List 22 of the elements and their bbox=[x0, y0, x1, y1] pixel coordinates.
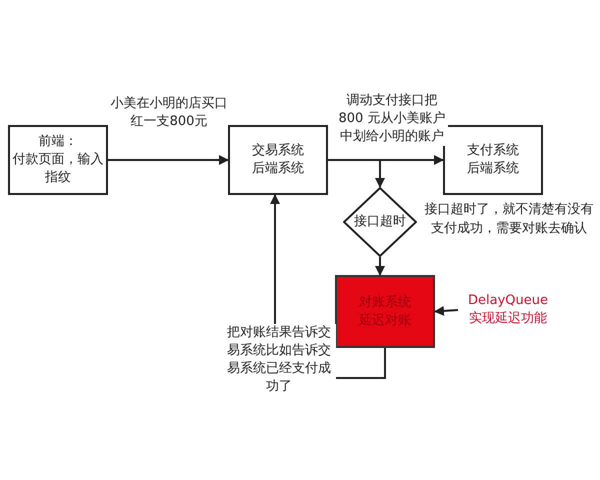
node-text: 前端： bbox=[38, 133, 78, 151]
node-text: 实现延迟功能 bbox=[469, 310, 547, 328]
node-text: 支付系统 bbox=[467, 142, 519, 160]
node-text: 后端系统 bbox=[252, 160, 304, 178]
process-box bbox=[228, 125, 328, 195]
edge-label: 调动支付接口把 800 元从小美账户中划给小明的账户 bbox=[336, 92, 448, 146]
node-text: 接口超时 bbox=[354, 213, 406, 231]
annotation-text: 接口超时了，就不清楚有没有支付成功，需要对账去确认 bbox=[424, 201, 594, 238]
arrow bbox=[434, 306, 458, 316]
arrow bbox=[375, 257, 385, 276]
decision-diamond bbox=[343, 187, 417, 257]
arrow bbox=[328, 159, 385, 188]
arrow bbox=[108, 155, 229, 165]
node-text: 交易系统 bbox=[252, 142, 304, 160]
process-box bbox=[8, 125, 108, 195]
process-box bbox=[443, 125, 543, 195]
node-text: 对账系统 bbox=[359, 294, 411, 312]
node-text: DelayQueue bbox=[468, 292, 548, 310]
node-text: 付款页面，输入指纹 bbox=[12, 151, 104, 187]
node-text: 后端系统 bbox=[467, 160, 519, 178]
process-box bbox=[335, 275, 435, 348]
node-text: 延迟对账 bbox=[359, 312, 411, 330]
